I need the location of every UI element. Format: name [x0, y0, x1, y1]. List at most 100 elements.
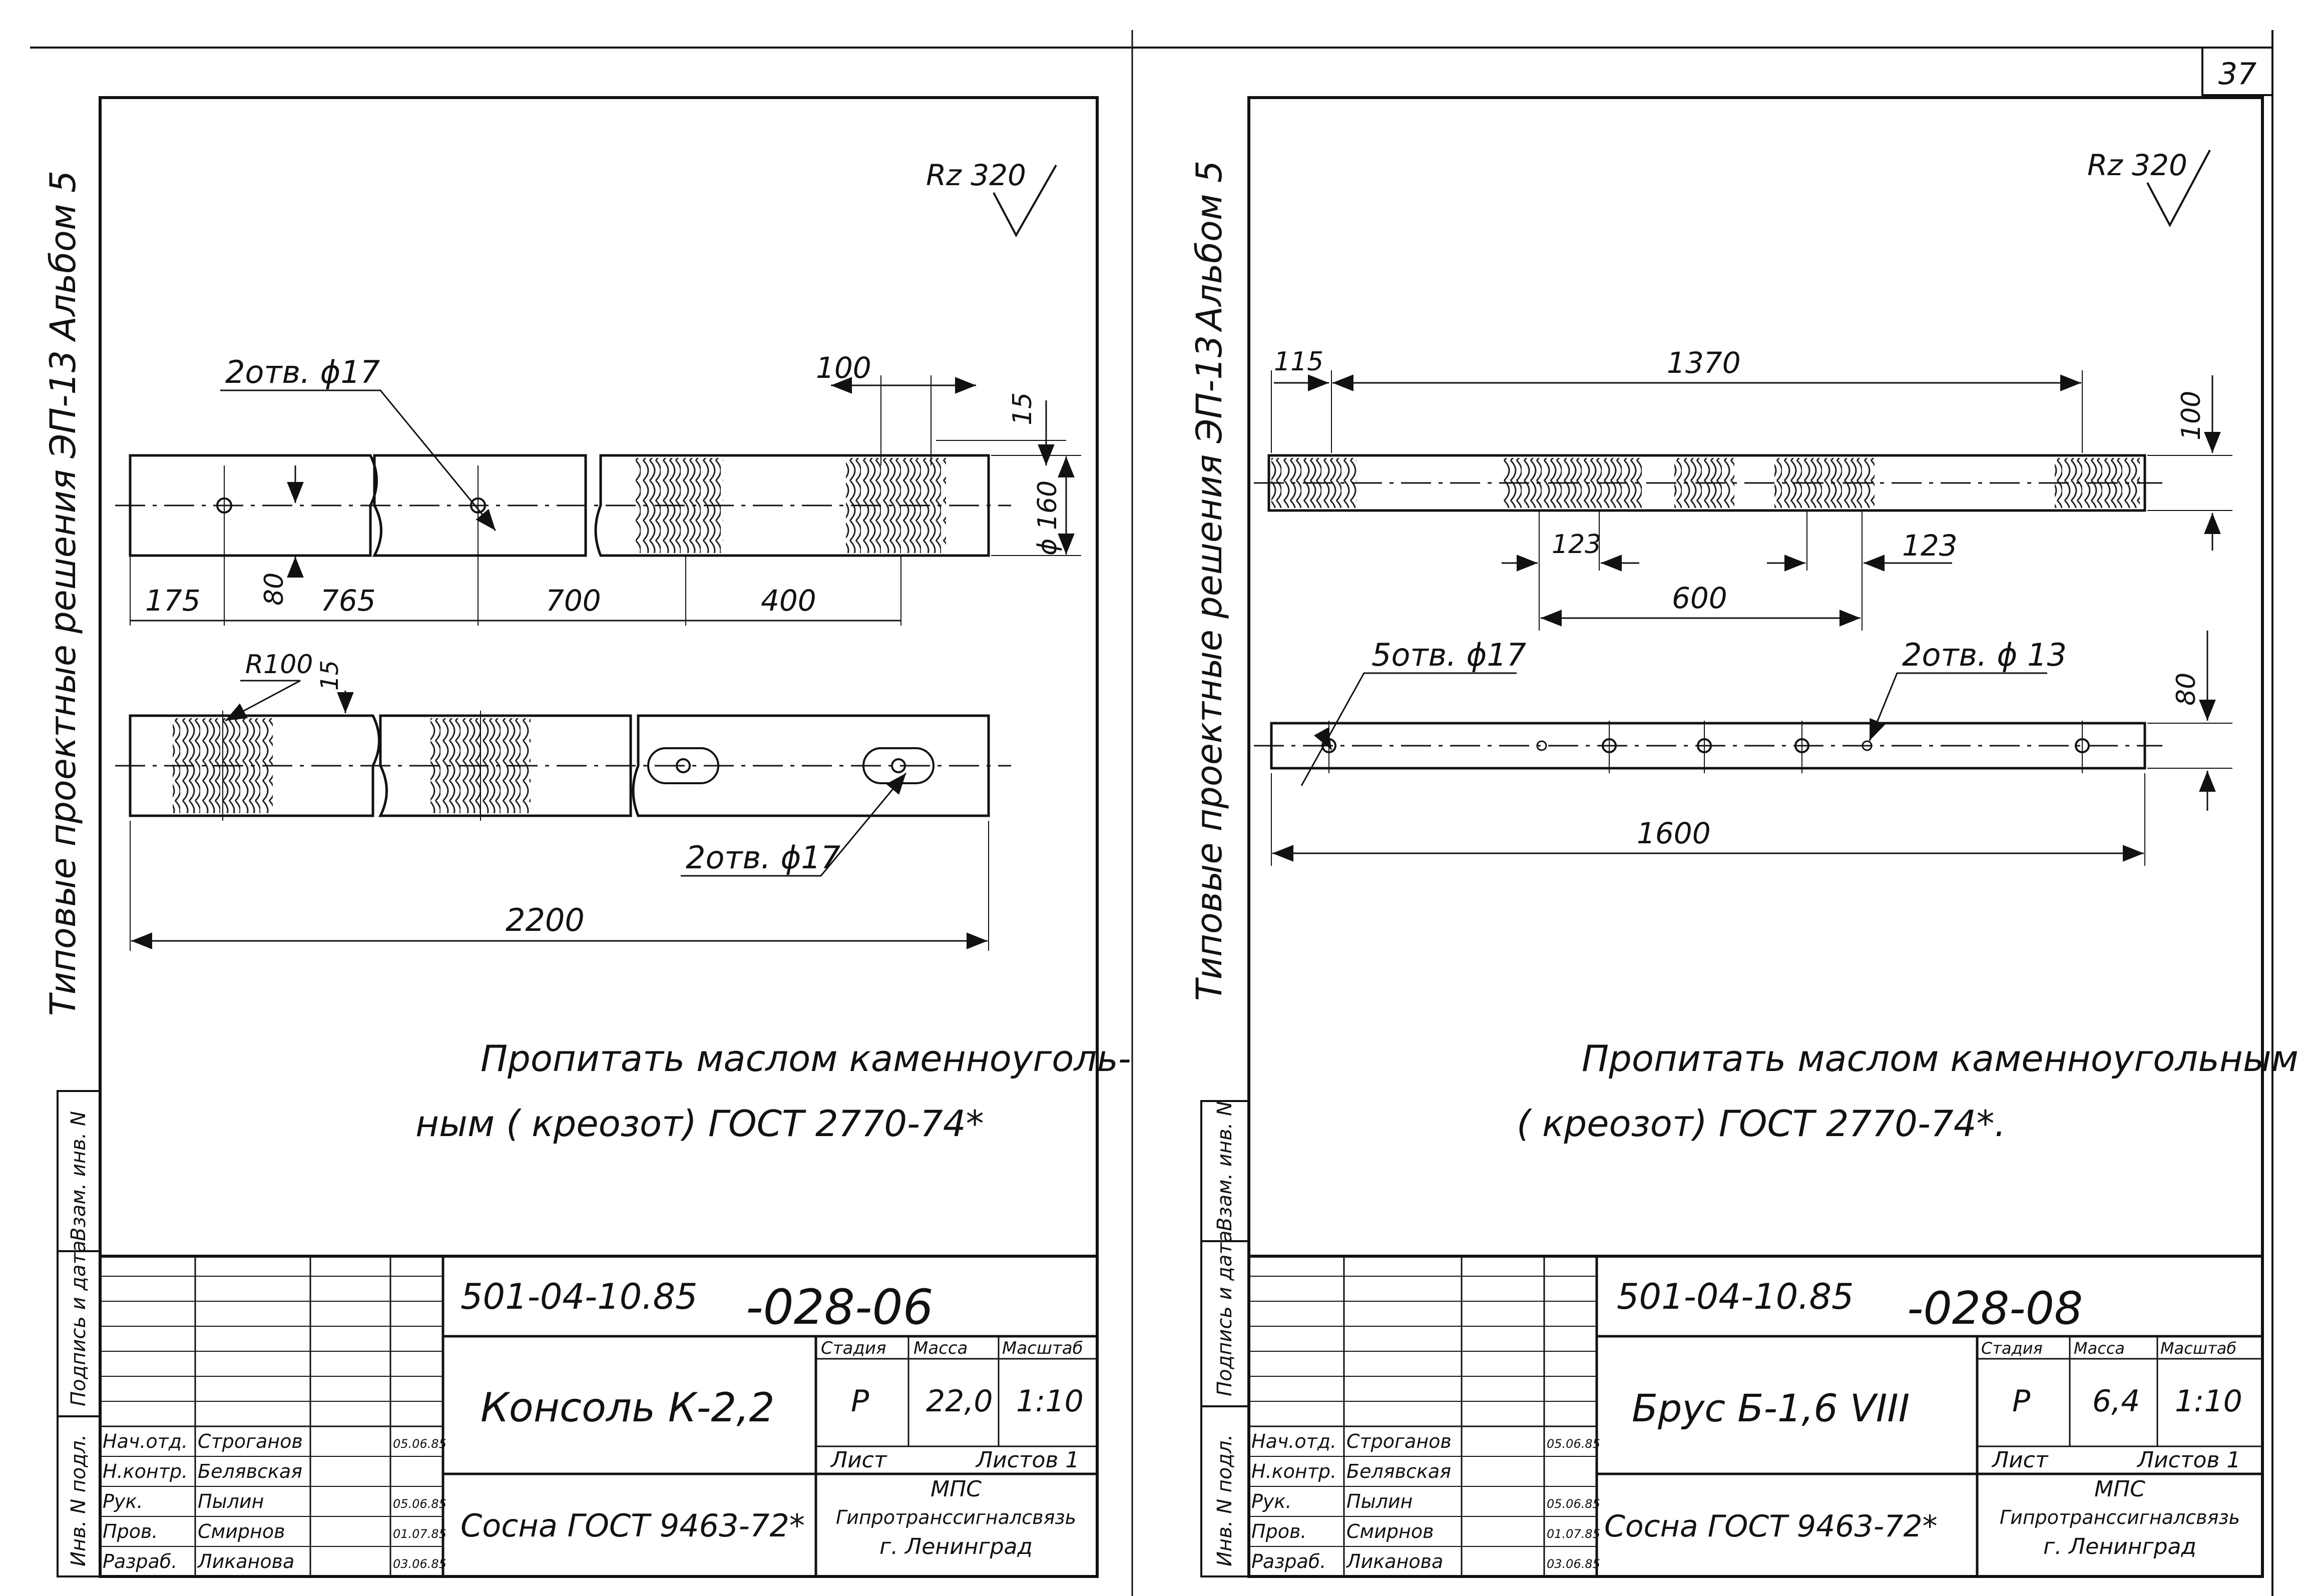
left-date-4: 03.06.85 — [393, 1557, 446, 1571]
right-material: Сосна ГОСТ 9463-72* — [1604, 1509, 1938, 1544]
right-name-2: Пылин — [1346, 1490, 1413, 1512]
right-name-1: Белявская — [1346, 1460, 1451, 1482]
left-stamp-strip: Инв. N подл. Подпись и дата Взам. инв. N — [57, 1090, 101, 1577]
right-stamp-inv: Инв. N подл. — [1213, 1434, 1236, 1566]
right-dim-123a: 123 — [1552, 529, 1601, 560]
right-date-2: 05.06.85 — [1547, 1497, 1600, 1511]
left-name-0: Строганов — [198, 1430, 303, 1452]
right-album-text: Альбом 5 — [1189, 161, 1230, 332]
left-series-text: Типовые проектные решения ЭП-13 — [43, 350, 84, 1016]
left-scale: 1:10 — [1016, 1384, 1084, 1419]
right-dim-123b: 123 — [1902, 528, 1958, 563]
left-top-view — [115, 454, 1011, 626]
right-item-name: Брус Б-1,6 VIII — [1632, 1386, 1910, 1430]
right-dim-holes5: 5отв. ϕ17 — [1371, 637, 1526, 673]
left-album-text: Альбом 5 — [43, 171, 84, 342]
left-dim-100: 100 — [816, 351, 871, 385]
left-mass-label: Масса — [913, 1338, 968, 1358]
left-name-1: Белявская — [198, 1460, 302, 1482]
right-sheet-code: -028-08 — [1907, 1282, 2083, 1335]
right-note-line2: ( креозот) ГОСТ 2770-74*. — [1517, 1103, 2006, 1145]
right-sheets-label: Листов 1 — [2136, 1447, 2240, 1473]
right-stamp-vzam: Взам. инв. N — [1213, 1101, 1236, 1231]
left-dim-15a: 15 — [1008, 392, 1038, 425]
left-date-0: 05.06.85 — [393, 1437, 446, 1451]
right-stage: Р — [2012, 1384, 2031, 1419]
right-org3: г. Ленинград — [2043, 1534, 2196, 1559]
left-mass: 22,0 — [926, 1384, 993, 1419]
left-bottom-view — [115, 711, 1011, 821]
left-role-1: Н.контр. — [103, 1460, 188, 1482]
left-dim-700: 700 — [546, 584, 601, 618]
right-mass: 6,4 — [2092, 1384, 2140, 1419]
left-dim-15b: 15 — [316, 660, 344, 691]
left-stamp-vzam: Взам. инв. N — [67, 1111, 90, 1241]
left-role-0: Нач.отд. — [103, 1430, 188, 1452]
right-sheet: Типовые проектные решения ЭП-13 Альбом 5… — [1189, 96, 2298, 1578]
left-dim-175: 175 — [145, 584, 201, 618]
right-bottom-view — [1254, 721, 2162, 773]
right-dim-1370: 1370 — [1667, 346, 1741, 380]
left-role-3: Пров. — [103, 1520, 158, 1542]
right-stamp-sign: Подпись и дата — [1213, 1231, 1236, 1396]
right-date-0: 05.06.85 — [1547, 1437, 1600, 1451]
right-stage-label: Стадия — [1981, 1339, 2043, 1358]
left-sheet-code: -028-06 — [746, 1279, 934, 1335]
left-material: Сосна ГОСТ 9463-72* — [460, 1507, 805, 1544]
right-org1: МПС — [2094, 1476, 2145, 1502]
left-dim-2200: 2200 — [506, 902, 585, 938]
right-name-0: Строганов — [1346, 1430, 1452, 1452]
right-scale: 1:10 — [2175, 1384, 2242, 1419]
right-dim-holes2: 2отв. ϕ 13 — [1902, 637, 2067, 673]
right-org2: Гипротранссигналсвязь — [2000, 1506, 2240, 1528]
left-scale-label: Масштаб — [1002, 1338, 1083, 1358]
right-date-3: 01.07.85 — [1547, 1527, 1600, 1541]
right-role-2: Рук. — [1251, 1490, 1291, 1512]
right-doc-number: 501-04-10.85 — [1617, 1276, 1854, 1317]
right-dim-1600: 1600 — [1637, 816, 1711, 850]
right-sheet-label: Лист — [1991, 1447, 2049, 1473]
right-stamp-strip: Инв. N подл. Подпись и дата Взам. инв. N — [1200, 1100, 1250, 1577]
left-org1: МПС — [931, 1476, 982, 1502]
right-role-1: Н.контр. — [1251, 1460, 1336, 1482]
left-dim-160: ϕ 160 — [1033, 480, 1063, 556]
left-item-name: Консоль К-2,2 — [481, 1384, 775, 1431]
right-note-line1: Пропитать маслом каменноугольным — [1582, 1037, 2298, 1080]
left-stage-label: Стадия — [821, 1338, 886, 1358]
right-roughness-mark: Rz 320 — [2087, 148, 2211, 228]
left-doc-number: 501-04-10.85 — [460, 1276, 698, 1317]
right-mass-label: Масса — [2074, 1339, 2125, 1358]
left-name-3: Смирнов — [198, 1520, 285, 1542]
left-dim-r100: R100 — [245, 650, 313, 680]
right-role-3: Пров. — [1251, 1520, 1306, 1542]
right-dim-80: 80 — [2171, 673, 2201, 706]
left-org2: Гипротранссигналсвязь — [836, 1506, 1076, 1528]
page-number-box — [2201, 47, 2273, 96]
left-name-4: Ликанова — [197, 1550, 294, 1572]
left-note-line1: Пропитать маслом каменноуголь- — [481, 1037, 1131, 1080]
right-dim-600: 600 — [1672, 581, 1727, 615]
left-stamp-sign: Подпись и дата — [67, 1241, 90, 1406]
right-role-4: Разраб. — [1251, 1550, 1326, 1572]
right-name-3: Смирнов — [1346, 1520, 1434, 1542]
left-sheets-label: Листов 1 — [975, 1447, 1079, 1473]
left-date-3: 01.07.85 — [393, 1527, 446, 1541]
left-dim-765: 765 — [320, 584, 376, 618]
right-series-text: Типовые проектные решения ЭП-13 — [1189, 335, 1230, 1001]
right-title-block: Нач.отд. Строганов 05.06.85 Н.контр. Бел… — [1247, 1255, 2264, 1578]
right-name-4: Ликанова — [1345, 1550, 1443, 1572]
right-dim-100: 100 — [2176, 391, 2206, 440]
left-role-4: Разраб. — [103, 1550, 177, 1572]
svg-text:Rz 320: Rz 320 — [926, 158, 1026, 192]
right-top-view — [1254, 454, 2162, 512]
svg-text:Rz 320: Rz 320 — [2087, 148, 2187, 182]
right-date-4: 03.06.85 — [1547, 1557, 1600, 1571]
left-sheet: Типовые проектные решения ЭП-13 Альбом 5… — [43, 96, 1131, 1578]
page-number: 37 — [2218, 57, 2256, 92]
left-role-2: Рук. — [103, 1490, 143, 1512]
right-role-0: Нач.отд. — [1251, 1430, 1336, 1452]
right-scale-label: Масштаб — [2160, 1339, 2236, 1358]
left-sheet-label: Лист — [830, 1447, 887, 1473]
left-note-line2: ным ( креозот) ГОСТ 2770-74* — [415, 1103, 984, 1145]
